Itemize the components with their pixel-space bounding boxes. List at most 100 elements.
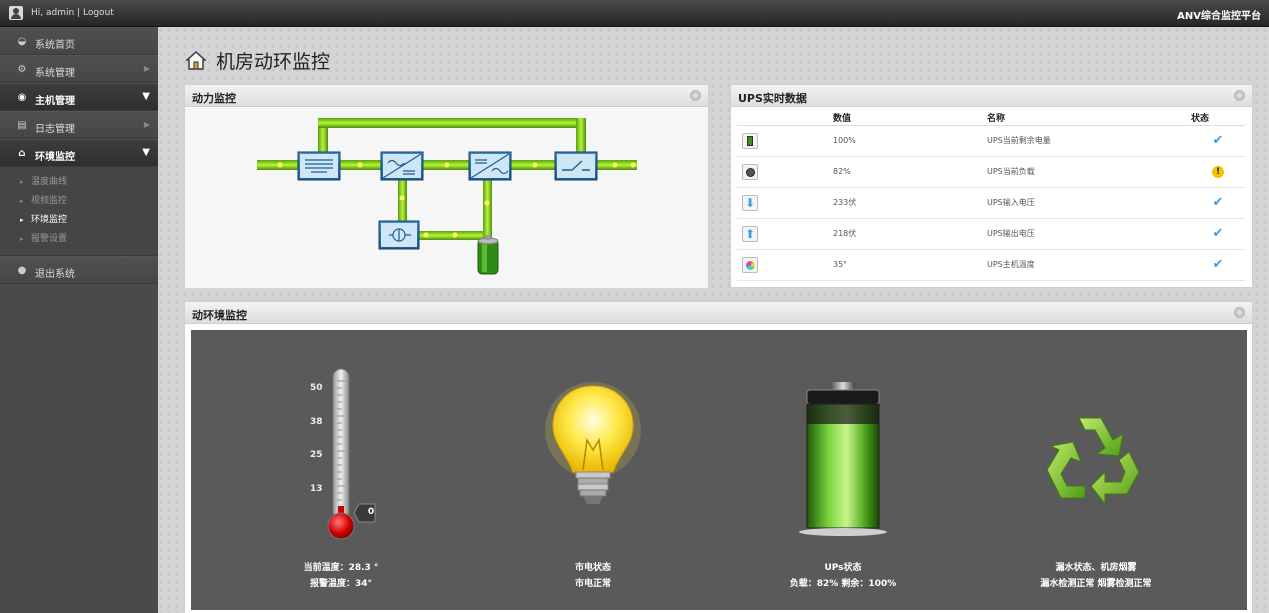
inverter-box-2 <box>468 151 512 181</box>
row-icon-cell <box>737 156 833 188</box>
leak-status-label: 漏水状态、机房烟雾 <box>1055 563 1137 573</box>
submenu-video[interactable]: 视频监控 <box>0 192 158 211</box>
top-bar: Hi, admin | Logout ANV综合监控平台 <box>0 0 1269 27</box>
sidebar-item-host[interactable]: ◉ 主机管理 ▼ <box>0 83 158 111</box>
chevron-right-icon: ▶ <box>143 120 150 129</box>
sidebar-item-exit[interactable]: ● 退出系统 <box>0 256 158 284</box>
power-flow-diagram <box>257 118 637 275</box>
env-display-area: 50 38 25 13 0 当前温度：28.3 ° 报警温度：34° <box>191 330 1247 610</box>
sidebar-item-label: 系统首页 <box>35 40 75 51</box>
column-header-name: 名称 <box>987 111 1191 126</box>
chevron-down-icon: ▼ <box>142 91 150 102</box>
sidebar-item-label: 退出系统 <box>35 269 75 280</box>
column-header-value: 数值 <box>833 111 987 126</box>
sidebar-item-system[interactable]: ⚙ 系统管理 ▶ <box>0 55 158 83</box>
lower-pipe-bottom <box>398 231 488 240</box>
chevron-right-icon: ▶ <box>143 64 150 73</box>
collapse-icon[interactable] <box>1234 307 1245 318</box>
ups-status-label: UPs状态 <box>824 563 862 573</box>
row-name: UPS当前负载 <box>987 156 1191 188</box>
current-temp-text: 当前温度：28.3 ° <box>303 563 379 573</box>
row-value: 82% <box>833 156 987 188</box>
scale-tick-label: 25 <box>310 450 323 460</box>
check-icon: ✔ <box>1212 257 1224 272</box>
panel-title: UPS实时数据 <box>738 92 807 105</box>
color-wheel-icon <box>742 256 758 273</box>
row-value: 233伏 <box>833 187 987 219</box>
leak-smoke-caption: 漏水状态、机房烟雾 漏水检测正常 烟雾检测正常 <box>1021 560 1171 592</box>
submenu-env-monitor[interactable]: 环境监控 <box>0 211 158 230</box>
warning-icon: ! <box>1212 165 1224 178</box>
username: admin <box>46 8 75 18</box>
sidebar-item-label: 环境监控 <box>35 152 75 163</box>
submenu-alarm-settings[interactable]: 报警设置 <box>0 230 158 249</box>
power-diagram-area <box>185 108 708 288</box>
row-status: ✔ <box>1191 125 1245 157</box>
row-status: ! <box>1191 156 1245 188</box>
gauge-icon <box>742 163 758 180</box>
bypass-pipe-top <box>318 118 586 128</box>
page-title-text: 机房动环监控 <box>216 51 331 73</box>
scale-tick-label: 50 <box>310 383 323 393</box>
ups-panel: UPS实时数据 数值 名称 状态 100% UPS当前剩余电量 ✔ <box>730 84 1253 288</box>
column-header-status: 状态 <box>1191 111 1245 126</box>
switch-box <box>554 151 598 181</box>
table-row: 35° UPS主机温度 ✔ <box>737 249 1245 281</box>
main-content: 机房动环监控 动力监控 <box>158 27 1269 613</box>
row-name: UPS主机温度 <box>987 249 1191 281</box>
panel-header: UPS实时数据 <box>731 85 1252 107</box>
logout-link[interactable]: Logout <box>82 8 114 18</box>
brand-title: ANV综合监控平台 <box>1177 11 1261 22</box>
row-value: 100% <box>833 125 987 157</box>
mains-status-value: 市电正常 <box>574 579 611 589</box>
home-icon: ⌂ <box>18 148 26 159</box>
alarm-temp-text: 报警温度：34° <box>309 579 373 589</box>
scale-tick-label: 13 <box>310 483 323 494</box>
lower-pipe-left <box>398 165 407 237</box>
lightbulb-icon <box>545 382 641 504</box>
row-name: UPS输入电压 <box>987 187 1191 219</box>
bypass-pipe-left <box>318 118 328 165</box>
table-row: ⬆ 218伏 UPS输出电压 ✔ <box>737 218 1245 250</box>
rectifier-box <box>297 151 341 181</box>
row-status: ✔ <box>1191 218 1245 250</box>
page-title: 机房动环监控 <box>186 47 330 74</box>
env-panel: 动环境监控 <box>184 301 1253 613</box>
row-icon-cell <box>737 125 833 157</box>
ups-data-table: 数值 名称 状态 100% UPS当前剩余电量 ✔ 82% UPS当前负载 ! <box>737 111 1245 281</box>
check-icon: ✔ <box>1212 195 1224 210</box>
thermometer-icon <box>327 368 376 540</box>
sidebar-item-label: 日志管理 <box>35 124 75 135</box>
leak-status-value: 漏水检测正常 烟雾检测正常 <box>1040 579 1152 589</box>
scale-tick-label: 38 <box>310 416 323 427</box>
arrow-down-icon: ⬇ <box>742 194 758 211</box>
bypass-pipe-right <box>576 118 586 165</box>
row-value: 218伏 <box>833 218 987 250</box>
collapse-icon[interactable] <box>690 90 701 101</box>
panel-header: 动环境监控 <box>185 302 1252 324</box>
ups-status-value: 负载：82% 剩余：100% <box>789 579 897 589</box>
sidebar-item-env[interactable]: ⌂ 环境监控 ▼ <box>0 139 158 167</box>
log-icon: ▤ <box>17 120 27 131</box>
panel-header: 动力监控 <box>185 85 708 107</box>
battery-icon <box>742 132 758 149</box>
panel-title: 动力监控 <box>192 92 236 105</box>
env-submenu: 温度曲线 视频监控 环境监控 报警设置 <box>0 167 158 256</box>
recycle-icon <box>1046 417 1140 506</box>
arrow-up-icon: ⬆ <box>742 225 758 242</box>
greeting-text: Hi, <box>31 8 44 18</box>
row-status: ✔ <box>1191 187 1245 219</box>
submenu-temp-curve[interactable]: 温度曲线 <box>0 173 158 192</box>
mains-status-label: 市电状态 <box>574 563 611 573</box>
battery-icon <box>477 235 499 275</box>
check-icon: ✔ <box>1212 133 1224 148</box>
collapse-icon[interactable] <box>1234 90 1245 101</box>
user-greeting: Hi, admin | Logout <box>31 8 114 18</box>
chevron-down-icon: ▼ <box>142 147 150 158</box>
temperature-caption: 当前温度：28.3 ° 报警温度：34° <box>281 560 401 592</box>
row-icon-cell: ⬆ <box>737 218 833 250</box>
sidebar-item-log[interactable]: ▤ 日志管理 ▶ <box>0 111 158 139</box>
host-icon: ◉ <box>17 92 27 103</box>
icon-column-header <box>737 111 833 126</box>
sidebar-item-home[interactable]: ◒ 系统首页 <box>0 27 158 55</box>
